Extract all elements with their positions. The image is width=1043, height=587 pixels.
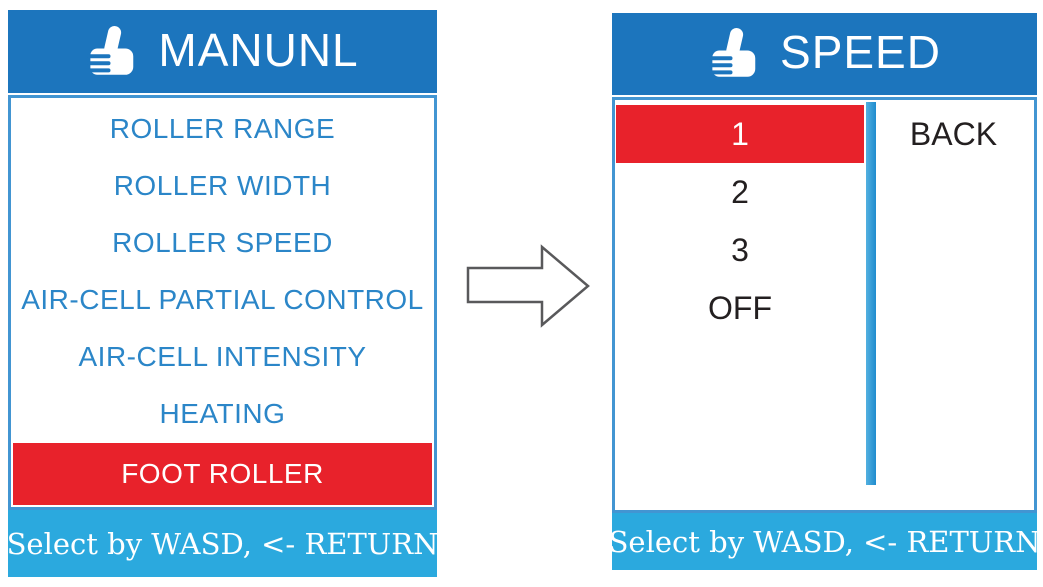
speed-header: SPEED bbox=[612, 13, 1037, 95]
speed-option-1-selected[interactable]: 1 bbox=[616, 105, 864, 163]
menu-item-heating[interactable]: HEATING bbox=[159, 398, 286, 430]
thumbs-up-icon bbox=[87, 25, 134, 75]
column-divider-bar bbox=[866, 102, 876, 485]
speed-option-3[interactable]: 3 bbox=[731, 231, 749, 268]
page-title: MANUNL bbox=[158, 23, 359, 76]
manual-menu-list: ROLLER RANGE ROLLER WIDTH ROLLER SPEED A… bbox=[8, 95, 437, 510]
speed-submenu-panel: SPEED 1 2 3 OFF BACK Select by WASD, <- … bbox=[609, 13, 1040, 570]
menu-item-roller-width[interactable]: ROLLER WIDTH bbox=[113, 169, 332, 201]
menu-item-roller-range[interactable]: ROLLER RANGE bbox=[109, 112, 336, 144]
page-title: SPEED bbox=[780, 26, 941, 78]
thumbs-up-icon bbox=[708, 28, 756, 77]
menu-item-foot-roller-selected[interactable]: FOOT ROLLER bbox=[13, 443, 432, 506]
right-arrow-icon bbox=[466, 244, 590, 328]
manual-menu-panel: MANUNL ROLLER RANGE ROLLER WIDTH ROLLER … bbox=[7, 10, 438, 577]
back-button[interactable]: BACK bbox=[909, 115, 998, 152]
hint-bar: Select by WASD, <- RETURN bbox=[609, 513, 1040, 570]
manual-menu-header: MANUNL bbox=[8, 10, 437, 93]
menu-item-air-cell-intensity[interactable]: AIR-CELL INTENSITY bbox=[78, 341, 367, 373]
speed-option-off[interactable]: OFF bbox=[708, 289, 772, 326]
menu-item-air-cell-partial-control[interactable]: AIR-CELL PARTIAL CONTROL bbox=[21, 284, 424, 316]
speed-options-area: 1 2 3 OFF BACK bbox=[612, 97, 1037, 513]
menu-item-roller-speed[interactable]: ROLLER SPEED bbox=[112, 226, 333, 258]
hint-bar: Select by WASD, <- RETURN bbox=[7, 510, 438, 577]
speed-option-2[interactable]: 2 bbox=[731, 173, 749, 210]
